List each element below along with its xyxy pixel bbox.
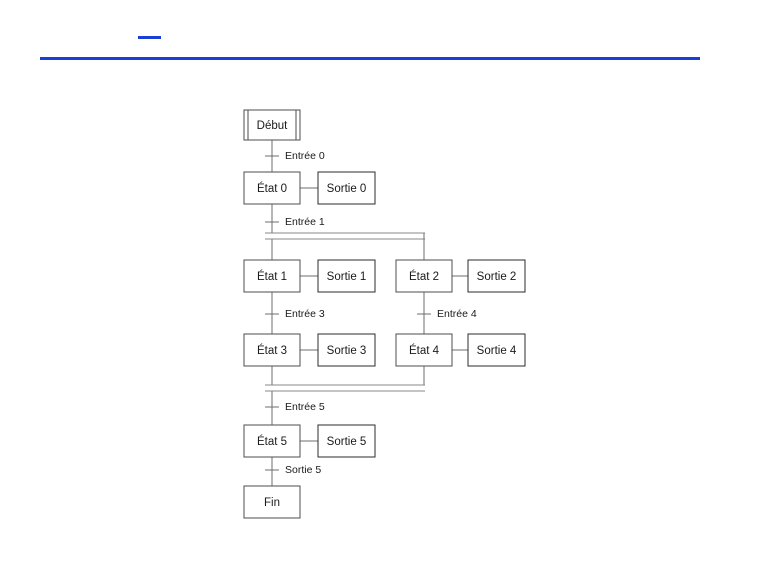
- node-etat1-box: [243, 259, 301, 293]
- node-sortie2-label: Sortie 2: [477, 271, 517, 283]
- node-etat4-label: État 4: [409, 344, 440, 357]
- node-etat4-box: [395, 333, 453, 367]
- node-sortie4-label: Sortie 4: [477, 345, 517, 357]
- node-sortie3-box: [317, 333, 376, 367]
- node-sortie0-box: [317, 171, 376, 205]
- node-sortie2[interactable]: Sortie 2: [467, 259, 526, 293]
- node-sortie3[interactable]: Sortie 3: [317, 333, 376, 367]
- node-etat2[interactable]: État 2: [395, 259, 453, 293]
- node-sortie1-label: Sortie 1: [327, 271, 367, 283]
- node-etat1-label: État 1: [257, 270, 287, 283]
- transition-label-entree-3: Entrée 3: [285, 308, 325, 320]
- node-sortie0-label: Sortie 0: [327, 183, 367, 195]
- transition-label-entree-1: Entrée 1: [285, 216, 325, 228]
- node-etat0[interactable]: État 0: [243, 171, 301, 205]
- node-etat5-label: État 5: [257, 435, 287, 448]
- node-etat4[interactable]: État 4: [395, 333, 453, 367]
- node-fin[interactable]: Fin: [243, 485, 301, 519]
- transition-label-entree-5: Entrée 5: [285, 401, 325, 413]
- node-fin-box: [243, 485, 301, 519]
- node-debut-label: Début: [257, 120, 288, 132]
- node-sortie5-label: Sortie 5: [327, 436, 367, 448]
- header-divider-rule: [40, 57, 700, 60]
- node-etat3[interactable]: État 3: [243, 333, 301, 367]
- node-etat0-label: État 0: [257, 182, 287, 195]
- node-etat1[interactable]: État 1: [243, 259, 301, 293]
- transition-label-entree-0: Entrée 0: [285, 150, 325, 162]
- node-sortie4[interactable]: Sortie 4: [467, 333, 526, 367]
- node-etat3-box: [243, 333, 301, 367]
- node-etat5-box: [243, 424, 301, 458]
- node-debut-box: [243, 109, 301, 141]
- node-sortie3-label: Sortie 3: [327, 345, 367, 357]
- transition-label-sortie-5: Sortie 5: [285, 464, 321, 476]
- node-sortie5-box: [317, 424, 376, 458]
- node-sortie4-box: [467, 333, 526, 367]
- transition-label-entree-4: Entrée 4: [437, 308, 477, 320]
- node-sortie2-box: [467, 259, 526, 293]
- title-accent-dash: [138, 36, 161, 39]
- node-sortie1-box: [317, 259, 376, 293]
- node-sortie0[interactable]: Sortie 0: [317, 171, 376, 205]
- node-sortie5[interactable]: Sortie 5: [317, 424, 376, 458]
- node-etat3-label: État 3: [257, 344, 287, 357]
- node-etat0-box: [243, 171, 301, 205]
- node-etat2-label: État 2: [409, 270, 439, 283]
- node-sortie1[interactable]: Sortie 1: [317, 259, 376, 293]
- node-fin-label: Fin: [264, 497, 280, 509]
- node-etat5[interactable]: État 5: [243, 424, 301, 458]
- node-debut[interactable]: Début: [243, 109, 301, 141]
- node-etat2-box: [395, 259, 453, 293]
